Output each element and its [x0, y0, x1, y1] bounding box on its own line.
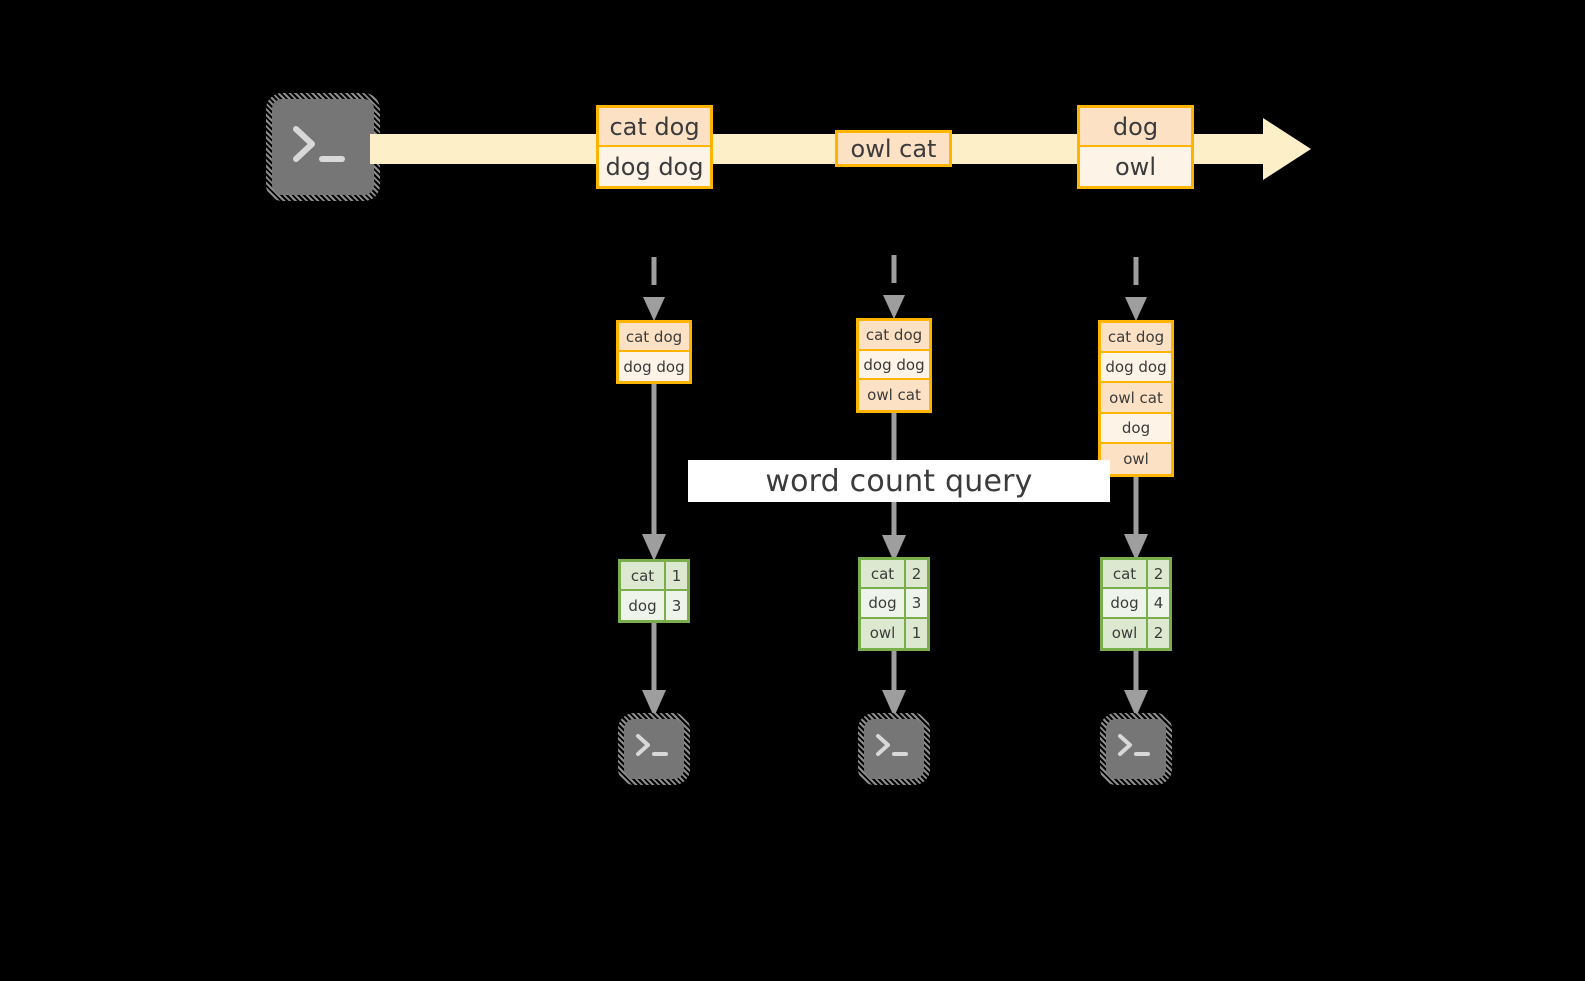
stream-batch-3-row: dog: [1080, 108, 1191, 147]
unbounded-table-3[interactable]: cat dog dog dog owl cat dog owl: [1098, 320, 1174, 477]
unbounded-table-1-row: dog dog: [619, 352, 689, 381]
trigger-connector-1-icon: [643, 257, 665, 321]
stream-batch-3[interactable]: dog owl: [1077, 105, 1194, 189]
sink-connector-1-icon: [642, 623, 666, 717]
result-table-1[interactable]: cat 1 dog 3: [618, 559, 690, 623]
stream-batch-1-row: dog dog: [599, 147, 710, 186]
result-count: 4: [1148, 589, 1169, 617]
table-row: owl 2: [1103, 618, 1169, 649]
source-terminal-icon: [266, 93, 380, 201]
stream-batch-1[interactable]: cat dog dog dog: [596, 105, 713, 189]
result-word: cat: [621, 562, 666, 590]
unbounded-table-1[interactable]: cat dog dog dog: [616, 320, 692, 384]
unbounded-table-3-row: dog dog: [1101, 353, 1171, 384]
table-row: dog 4: [1103, 589, 1169, 619]
table-row: cat 2: [861, 560, 927, 590]
sink-terminal-icon-1: [618, 713, 690, 785]
sink-connector-2-icon: [882, 651, 906, 717]
table-row: cat 2: [1103, 560, 1169, 590]
result-word: dog: [1103, 589, 1148, 617]
table-row: dog 3: [861, 589, 927, 619]
result-count: 3: [666, 591, 687, 620]
result-word: owl: [861, 618, 906, 649]
stream-batch-3-row: owl: [1080, 147, 1191, 186]
unbounded-table-2[interactable]: cat dog dog dog owl cat: [856, 318, 932, 413]
sink-connector-3-icon: [1124, 651, 1148, 717]
query-label: word count query: [688, 460, 1110, 502]
result-table-2[interactable]: cat 2 dog 3 owl 1: [858, 557, 930, 651]
table-row: dog 3: [621, 591, 687, 620]
table-row: owl 1: [861, 618, 927, 649]
result-count: 1: [666, 562, 687, 590]
unbounded-table-3-row: cat dog: [1101, 323, 1171, 354]
sink-terminal-icon-3: [1100, 713, 1172, 785]
trigger-connector-2-icon: [883, 255, 905, 319]
result-count: 3: [906, 589, 927, 617]
unbounded-table-2-row: dog dog: [859, 350, 929, 381]
unbounded-table-3-row: owl cat: [1101, 383, 1171, 414]
result-count: 1: [906, 618, 927, 649]
unbounded-table-3-row: owl: [1101, 443, 1171, 474]
result-table-3[interactable]: cat 2 dog 4 owl 2: [1100, 557, 1172, 651]
result-word: owl: [1103, 618, 1148, 649]
trigger-connector-3-icon: [1125, 257, 1147, 321]
unbounded-table-2-row: owl cat: [859, 380, 929, 411]
stream-batch-2-row: owl cat: [838, 133, 949, 164]
unbounded-table-1-row: cat dog: [619, 323, 689, 353]
query-connector-3-icon: [1124, 477, 1148, 561]
result-count: 2: [906, 560, 927, 588]
unbounded-table-2-row: cat dog: [859, 321, 929, 351]
sink-terminal-icon-2: [858, 713, 930, 785]
table-row: cat 1: [621, 562, 687, 592]
result-word: dog: [861, 589, 906, 617]
unbounded-table-3-row: dog: [1101, 413, 1171, 444]
stream-batch-1-row: cat dog: [599, 108, 710, 147]
result-count: 2: [1148, 560, 1169, 588]
result-count: 2: [1148, 618, 1169, 649]
result-word: cat: [1103, 560, 1148, 588]
result-word: cat: [861, 560, 906, 588]
stream-batch-2[interactable]: owl cat: [835, 130, 952, 167]
result-word: dog: [621, 591, 666, 620]
query-connector-1-icon: [642, 384, 666, 561]
